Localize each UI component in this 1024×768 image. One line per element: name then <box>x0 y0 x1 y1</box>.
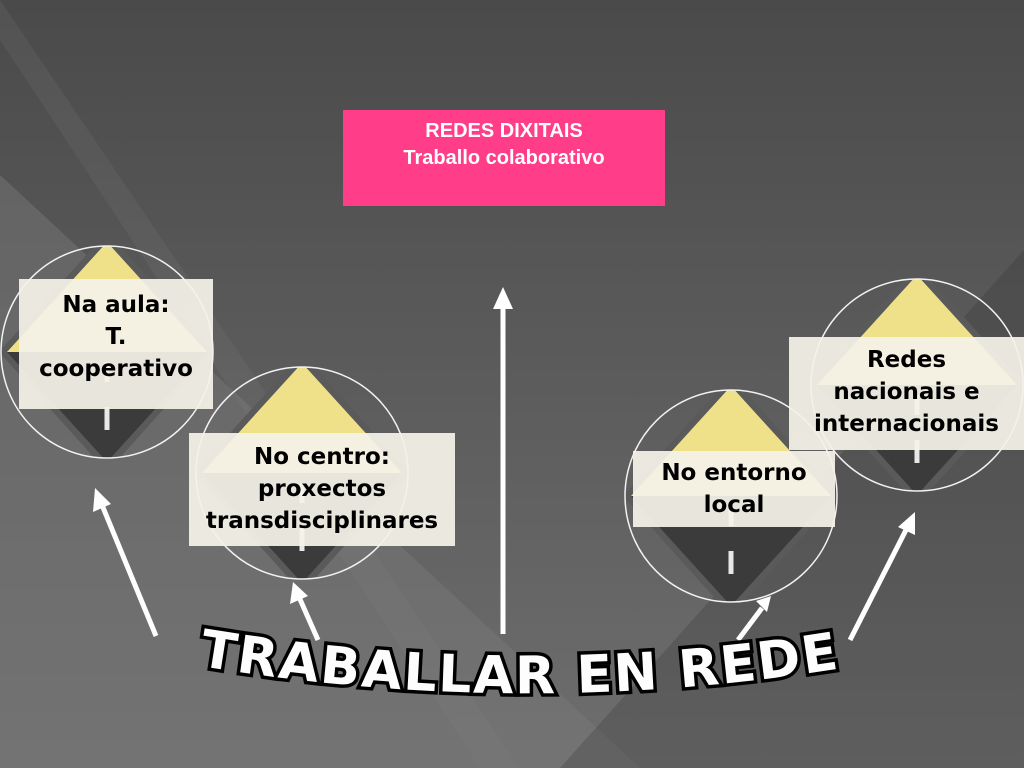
road-sign-icon <box>624 389 838 603</box>
node-centro-line2: proxectos <box>257 476 387 502</box>
arrow-up-icon <box>493 287 513 634</box>
node-centro-line3: transdisciplinares <box>205 508 439 534</box>
node-aula-line2: T. <box>105 324 127 350</box>
top-box-subtitle: Traballo colaborativo <box>403 147 605 169</box>
top-box-title: REDES DIXITAIS <box>425 120 583 142</box>
node-centro-label: No centro: proxectos transdisciplinares <box>189 433 455 546</box>
top-box: REDES DIXITAIS Traballo colaborativo <box>343 110 665 206</box>
node-aula-line3: cooperativo <box>39 356 193 382</box>
node-aula-line1: Na aula: <box>62 292 170 318</box>
node-redes-line2: nacionais e <box>833 379 980 405</box>
node-centro-line1: No centro: <box>253 444 390 470</box>
node-redes-line1: Redes <box>866 347 947 373</box>
arrow-up-icon <box>736 596 771 642</box>
node-entorno-line2: local <box>703 492 765 518</box>
node-aula-label: Na aula: T. cooperativo <box>19 279 213 409</box>
node-redes-line3: internacionais <box>814 411 999 437</box>
node-redes-label: Redes nacionais e internacionais <box>789 337 1024 450</box>
arrow-up-icon <box>93 488 159 637</box>
node-entorno-line1: No entorno <box>661 460 807 486</box>
arrow-up-icon <box>847 512 915 642</box>
road-sign-icon <box>0 245 214 459</box>
node-entorno-label: No entorno local <box>633 451 835 527</box>
arrow-up-icon <box>290 582 321 642</box>
